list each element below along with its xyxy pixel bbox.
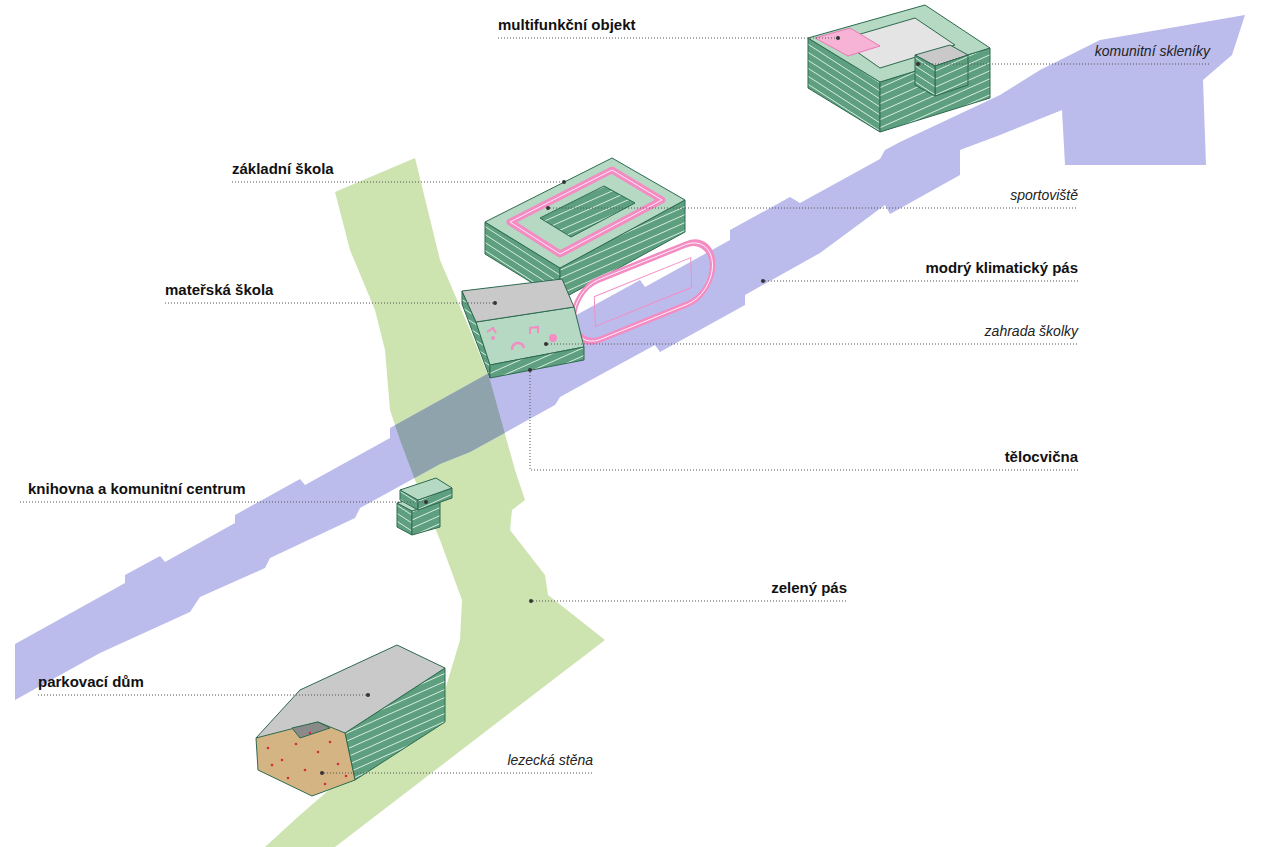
callout-label: lezecká stěna — [507, 751, 593, 769]
play-element — [530, 327, 538, 334]
play-element — [512, 343, 524, 350]
leader-line — [165, 303, 493, 304]
leader-dot — [529, 599, 533, 603]
greenhouses — [815, 28, 880, 56]
callout-label: parkovací dům — [38, 673, 144, 691]
climbing-holds — [267, 732, 348, 786]
leader-dot — [493, 301, 497, 305]
play-element — [487, 328, 496, 333]
leader-line — [530, 372, 1078, 470]
leader-line — [232, 182, 562, 183]
leader-line — [324, 773, 593, 774]
leader-line — [920, 64, 1210, 65]
running-track — [572, 234, 713, 350]
belt-overlap — [15, 15, 1245, 700]
leader-line — [38, 695, 366, 696]
kindergarten — [462, 279, 584, 378]
callout-label: modrý klimatický pás — [925, 259, 1078, 277]
track-line — [510, 170, 662, 254]
library — [397, 478, 452, 535]
running-track — [510, 170, 662, 254]
building-roof — [485, 158, 685, 268]
callout-label: tělocvična — [1005, 448, 1078, 466]
callout-label: komunitní skleníky — [1095, 42, 1210, 60]
leader-dot — [320, 771, 324, 775]
multifunctional-building — [808, 5, 990, 132]
callout-label: mateřská škola — [165, 281, 273, 299]
blue-belt — [15, 15, 1245, 700]
leader-dot — [916, 62, 920, 66]
track-line — [572, 234, 713, 350]
roof-box — [915, 55, 935, 96]
callout-label: sportoviště — [1010, 186, 1078, 204]
leader-dot — [562, 180, 566, 184]
leader-dot — [366, 693, 370, 697]
leader-dot — [836, 36, 840, 40]
courtyard — [540, 186, 635, 237]
leader-dot — [544, 342, 548, 346]
building-face — [490, 347, 584, 378]
callout-label: zahrada školky — [985, 322, 1078, 340]
leader-line — [533, 601, 847, 602]
building-roof — [400, 478, 452, 500]
leader-dot — [761, 279, 765, 283]
leader-dot — [528, 368, 532, 372]
leader-dot — [424, 500, 428, 504]
climbing-wall — [256, 722, 355, 796]
leader-line — [548, 344, 1078, 345]
play-element — [491, 336, 495, 340]
sports-field — [572, 234, 713, 350]
leader-line — [498, 38, 836, 39]
roof-box — [935, 55, 968, 96]
building-roof — [462, 279, 574, 322]
play-element — [549, 334, 557, 342]
roof-patch — [292, 722, 330, 738]
parking-house — [256, 645, 445, 796]
callout-label: zelený pás — [771, 579, 847, 597]
primary-school — [485, 158, 685, 300]
leader-line — [20, 502, 424, 503]
leader-line — [765, 281, 1078, 282]
callout-label: knihovna a komunitní centrum — [28, 480, 246, 498]
building-roof — [256, 645, 445, 738]
callout-label: základní škola — [232, 160, 334, 178]
field-line — [594, 258, 691, 327]
leader-dot — [546, 206, 550, 210]
leader-line — [550, 208, 1078, 209]
callout-label: multifunkční objekt — [498, 16, 636, 34]
